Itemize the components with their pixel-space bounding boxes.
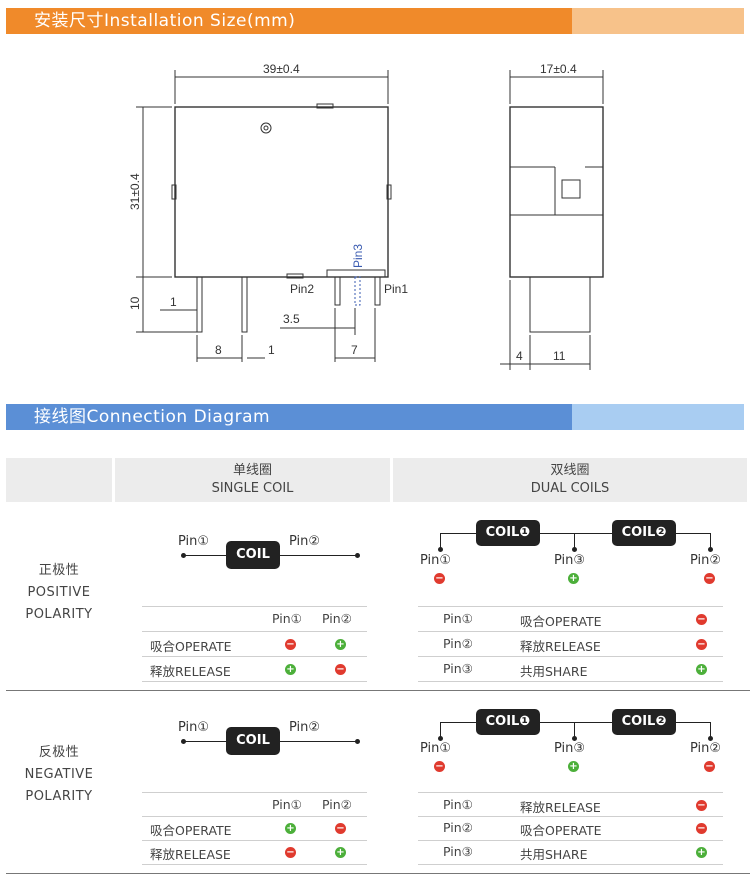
header-single-coil: 单线圈 SINGLE COIL xyxy=(115,458,390,502)
single-col-pin1: Pin① xyxy=(272,611,302,626)
dual-row-label: 吸合OPERATE xyxy=(520,823,602,838)
header-empty xyxy=(6,458,112,502)
dual-pin3-label: Pin③ xyxy=(554,741,586,756)
label-pin1: Pin1 xyxy=(384,282,408,296)
header-dual-en: DUAL COILS xyxy=(530,481,610,496)
header-dual-cn: 双线圈 xyxy=(550,463,590,478)
section-divider-bottom xyxy=(6,873,750,874)
dim-pin-width-1: 1 xyxy=(170,295,177,309)
dim-height: 31±0.4 xyxy=(128,173,142,210)
minus-icon: − xyxy=(704,761,715,772)
dual-row-label: 吸合OPERATE xyxy=(520,614,602,629)
dual-row-pin: Pin② xyxy=(443,820,473,835)
dim-width: 39±0.4 xyxy=(263,62,300,76)
minus-icon: − xyxy=(696,614,707,625)
single-pin2-label: Pin② xyxy=(289,534,321,549)
dim-3-5: 3.5 xyxy=(283,312,300,326)
coil-symbol: COIL xyxy=(226,541,280,569)
dual-row-pin: Pin③ xyxy=(443,661,473,676)
dual-pin2-label: Pin② xyxy=(690,553,722,568)
dual-row-label: 共用SHARE xyxy=(520,664,588,679)
single-row-operate: 吸合OPERATE xyxy=(150,823,232,838)
single-col-pin2: Pin② xyxy=(322,611,352,626)
single-pin2-label: Pin② xyxy=(289,720,321,735)
single-col-pin1: Pin① xyxy=(272,797,302,812)
label-pin3: Pin3 xyxy=(351,244,365,268)
section-divider xyxy=(6,690,750,691)
dim-pin-width-2: 1 xyxy=(268,343,275,357)
positive-cn: 正极性 xyxy=(38,563,80,578)
label-pin2: Pin2 xyxy=(290,282,314,296)
dual-pin1-label: Pin① xyxy=(420,741,452,756)
positive-polarity-label: 正极性 POSITIVE POLARITY xyxy=(6,560,112,626)
negative-polarity-label: 反极性 NEGATIVE POLARITY xyxy=(6,742,112,808)
dual-row-label: 释放RELEASE xyxy=(520,800,601,815)
dim-11: 11 xyxy=(553,349,566,363)
dual-row-label: 共用SHARE xyxy=(520,847,588,862)
dual-wire-neg xyxy=(440,722,710,723)
dim-4: 4 xyxy=(516,349,523,363)
minus-icon: − xyxy=(696,800,707,811)
dim-7: 7 xyxy=(351,343,358,357)
minus-icon: − xyxy=(434,761,445,772)
positive-en2: POLARITY xyxy=(25,607,93,622)
plus-icon: + xyxy=(285,664,296,675)
connection-diagram-title: 接线图Connection Diagram xyxy=(6,404,572,430)
negative-en1: NEGATIVE xyxy=(24,767,94,782)
coil2-symbol: COIL❷ xyxy=(612,520,676,546)
coil1-symbol: COIL❶ xyxy=(476,709,540,735)
single-pin1-label: Pin① xyxy=(178,534,210,549)
minus-icon: − xyxy=(335,823,346,834)
dual-row-pin: Pin③ xyxy=(443,844,473,859)
dual-row-pin: Pin① xyxy=(443,797,473,812)
coil1-symbol: COIL❶ xyxy=(476,520,540,546)
minus-icon: − xyxy=(704,573,715,584)
negative-cn: 反极性 xyxy=(38,745,80,760)
positive-en1: POSITIVE xyxy=(27,585,91,600)
negative-en2: POLARITY xyxy=(25,789,93,804)
minus-icon: − xyxy=(696,639,707,650)
minus-icon: − xyxy=(335,664,346,675)
plus-icon: + xyxy=(335,847,346,858)
single-row-release: 释放RELEASE xyxy=(150,664,231,679)
plus-icon: + xyxy=(568,761,579,772)
plus-icon: + xyxy=(696,664,707,675)
plus-icon: + xyxy=(696,847,707,858)
single-pin1-label: Pin① xyxy=(178,720,210,735)
dim-depth: 17±0.4 xyxy=(540,62,577,76)
dim-pin-length: 10 xyxy=(128,296,142,310)
coil2-symbol: COIL❷ xyxy=(612,709,676,735)
plus-icon: + xyxy=(568,573,579,584)
header-single-en: SINGLE COIL xyxy=(211,481,294,496)
dual-pin1-label: Pin① xyxy=(420,553,452,568)
dual-wire-pos xyxy=(440,533,710,534)
dual-row-pin: Pin① xyxy=(443,611,473,626)
minus-icon: − xyxy=(696,823,707,834)
dual-pin2-label: Pin② xyxy=(690,741,722,756)
installation-drawing: 39±0.4 31±0.4 10 1 8 1 3.5 7 Pin2 Pin1 P… xyxy=(128,62,604,370)
title-bar-accent xyxy=(572,8,744,34)
header-single-cn: 单线圈 xyxy=(232,463,272,478)
dual-pin3-label: Pin③ xyxy=(554,553,586,568)
minus-icon: − xyxy=(285,847,296,858)
single-row-release: 释放RELEASE xyxy=(150,847,231,862)
minus-icon: − xyxy=(285,639,296,650)
single-row-operate: 吸合OPERATE xyxy=(150,639,232,654)
installation-size-title: 安装尺寸Installation Size(mm) xyxy=(6,8,572,34)
minus-icon: − xyxy=(434,573,445,584)
dual-row-pin: Pin② xyxy=(443,636,473,651)
plus-icon: + xyxy=(335,639,346,650)
header-dual-coils: 双线圈 DUAL COILS xyxy=(393,458,747,502)
title-bar-accent-2 xyxy=(572,404,744,430)
dual-row-label: 释放RELEASE xyxy=(520,639,601,654)
single-col-pin2: Pin② xyxy=(322,797,352,812)
plus-icon: + xyxy=(285,823,296,834)
dim-8: 8 xyxy=(215,343,222,357)
coil-symbol: COIL xyxy=(226,727,280,755)
